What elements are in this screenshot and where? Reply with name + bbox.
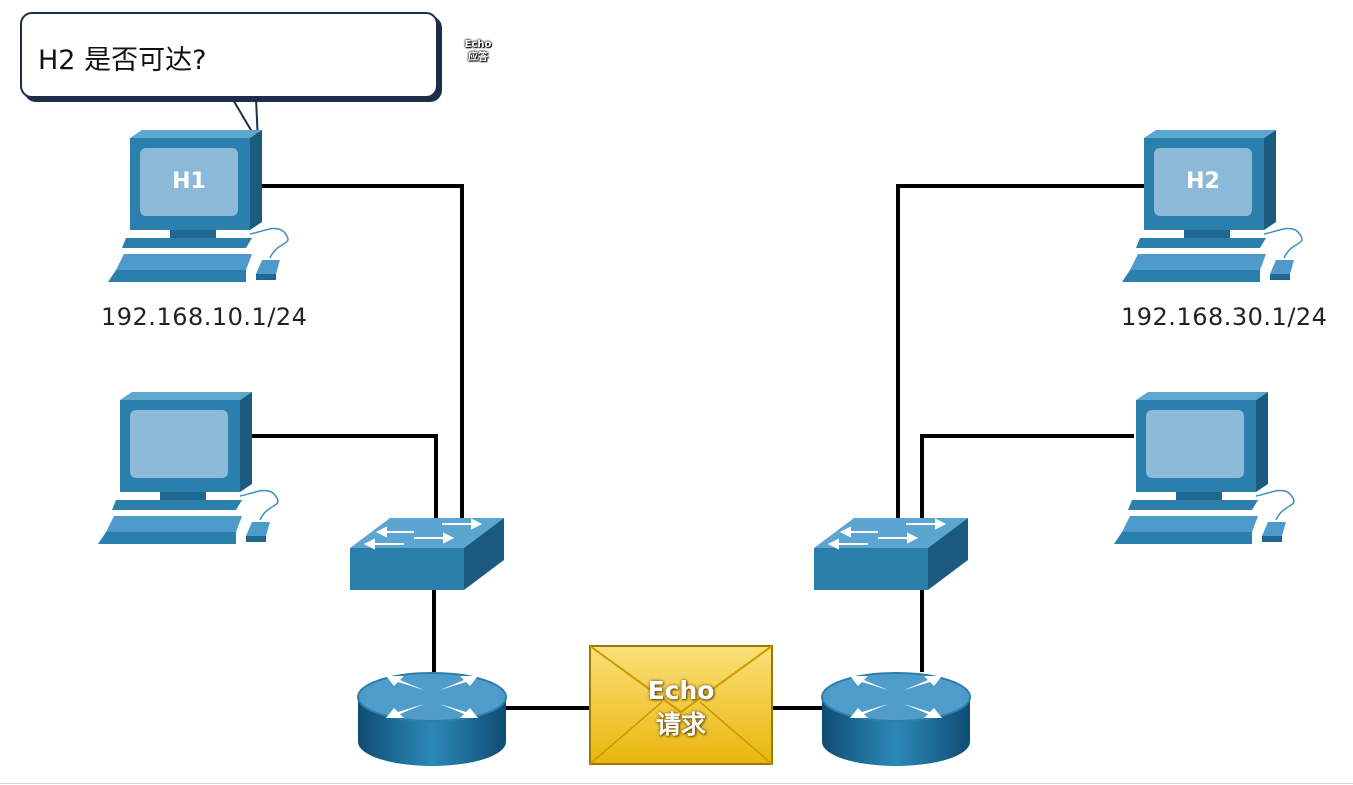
echo-request-label: Echo 请求: [590, 674, 772, 742]
switch-left: [349, 517, 505, 591]
speech-bubble: H2 是否可达?: [20, 12, 438, 98]
echo-reply-line2: 应答: [468, 52, 488, 63]
link-h1-switch1: [260, 184, 464, 520]
pc-right-lower: [1113, 391, 1295, 545]
pc-h2: [1121, 129, 1303, 283]
h1-ip-label: 192.168.10.1/24: [101, 303, 308, 331]
speech-bubble-text: H2 是否可达?: [38, 45, 207, 76]
pc-h1: [107, 129, 289, 283]
echo-reply-line1: Echo: [464, 39, 492, 50]
h1-label: H1: [172, 169, 206, 194]
echo-request-line1: Echo: [647, 676, 715, 705]
echo-reply-label: Echo 应答: [455, 38, 501, 64]
switch-right: [813, 517, 969, 591]
links: [248, 184, 1144, 710]
h2-label: H2: [1186, 169, 1220, 194]
link-pc4-switch2: [920, 434, 1134, 520]
link-pc3-switch1: [248, 434, 438, 530]
router-right: [821, 672, 971, 767]
h2-ip-label: 192.168.30.1/24: [1121, 303, 1328, 331]
echo-request-envelope: [589, 645, 773, 765]
link-h2-switch2: [896, 184, 1144, 522]
router-left: [357, 672, 507, 767]
bottom-divider: [0, 783, 1353, 784]
echo-request-line2: 请求: [655, 710, 706, 739]
pc-left-lower: [97, 391, 279, 545]
